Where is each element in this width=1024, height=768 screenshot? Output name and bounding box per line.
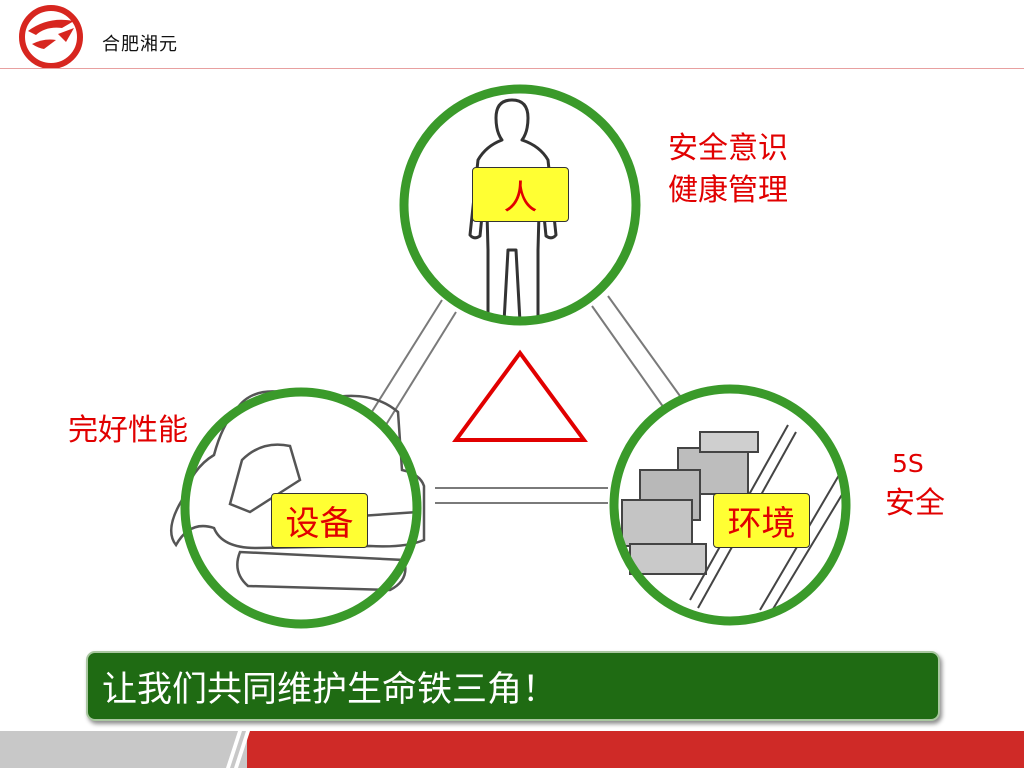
company-name: 合肥湘元 [102,34,178,55]
triangle-connectors [367,295,681,504]
person-illustration [468,98,558,324]
environment-note-1: 5S [892,449,924,478]
node-label-environment: 环境 [713,493,810,548]
person-circle [399,84,641,326]
person-note-1: 安全意识 [668,131,788,166]
environment-note-2: 安全 [885,486,945,521]
node-label-person: 人 [472,167,569,222]
environment-circle [609,384,851,626]
environment-illustration [621,424,847,615]
person-note-2: 健康管理 [668,173,788,208]
footer-bar-gray [0,731,247,768]
warning-triangle [452,349,588,442]
equipment-note: 完好性能 [68,413,188,448]
footer-bar-red [247,731,1024,768]
header-divider [0,68,1024,69]
person-notes: 安全意识 健康管理 [668,128,828,212]
node-label-equipment: 设备 [271,493,368,548]
company-logo [14,4,88,69]
equipment-circle [180,387,422,629]
slogan-banner: 让我们共同维护生命铁三角！ [86,651,940,721]
